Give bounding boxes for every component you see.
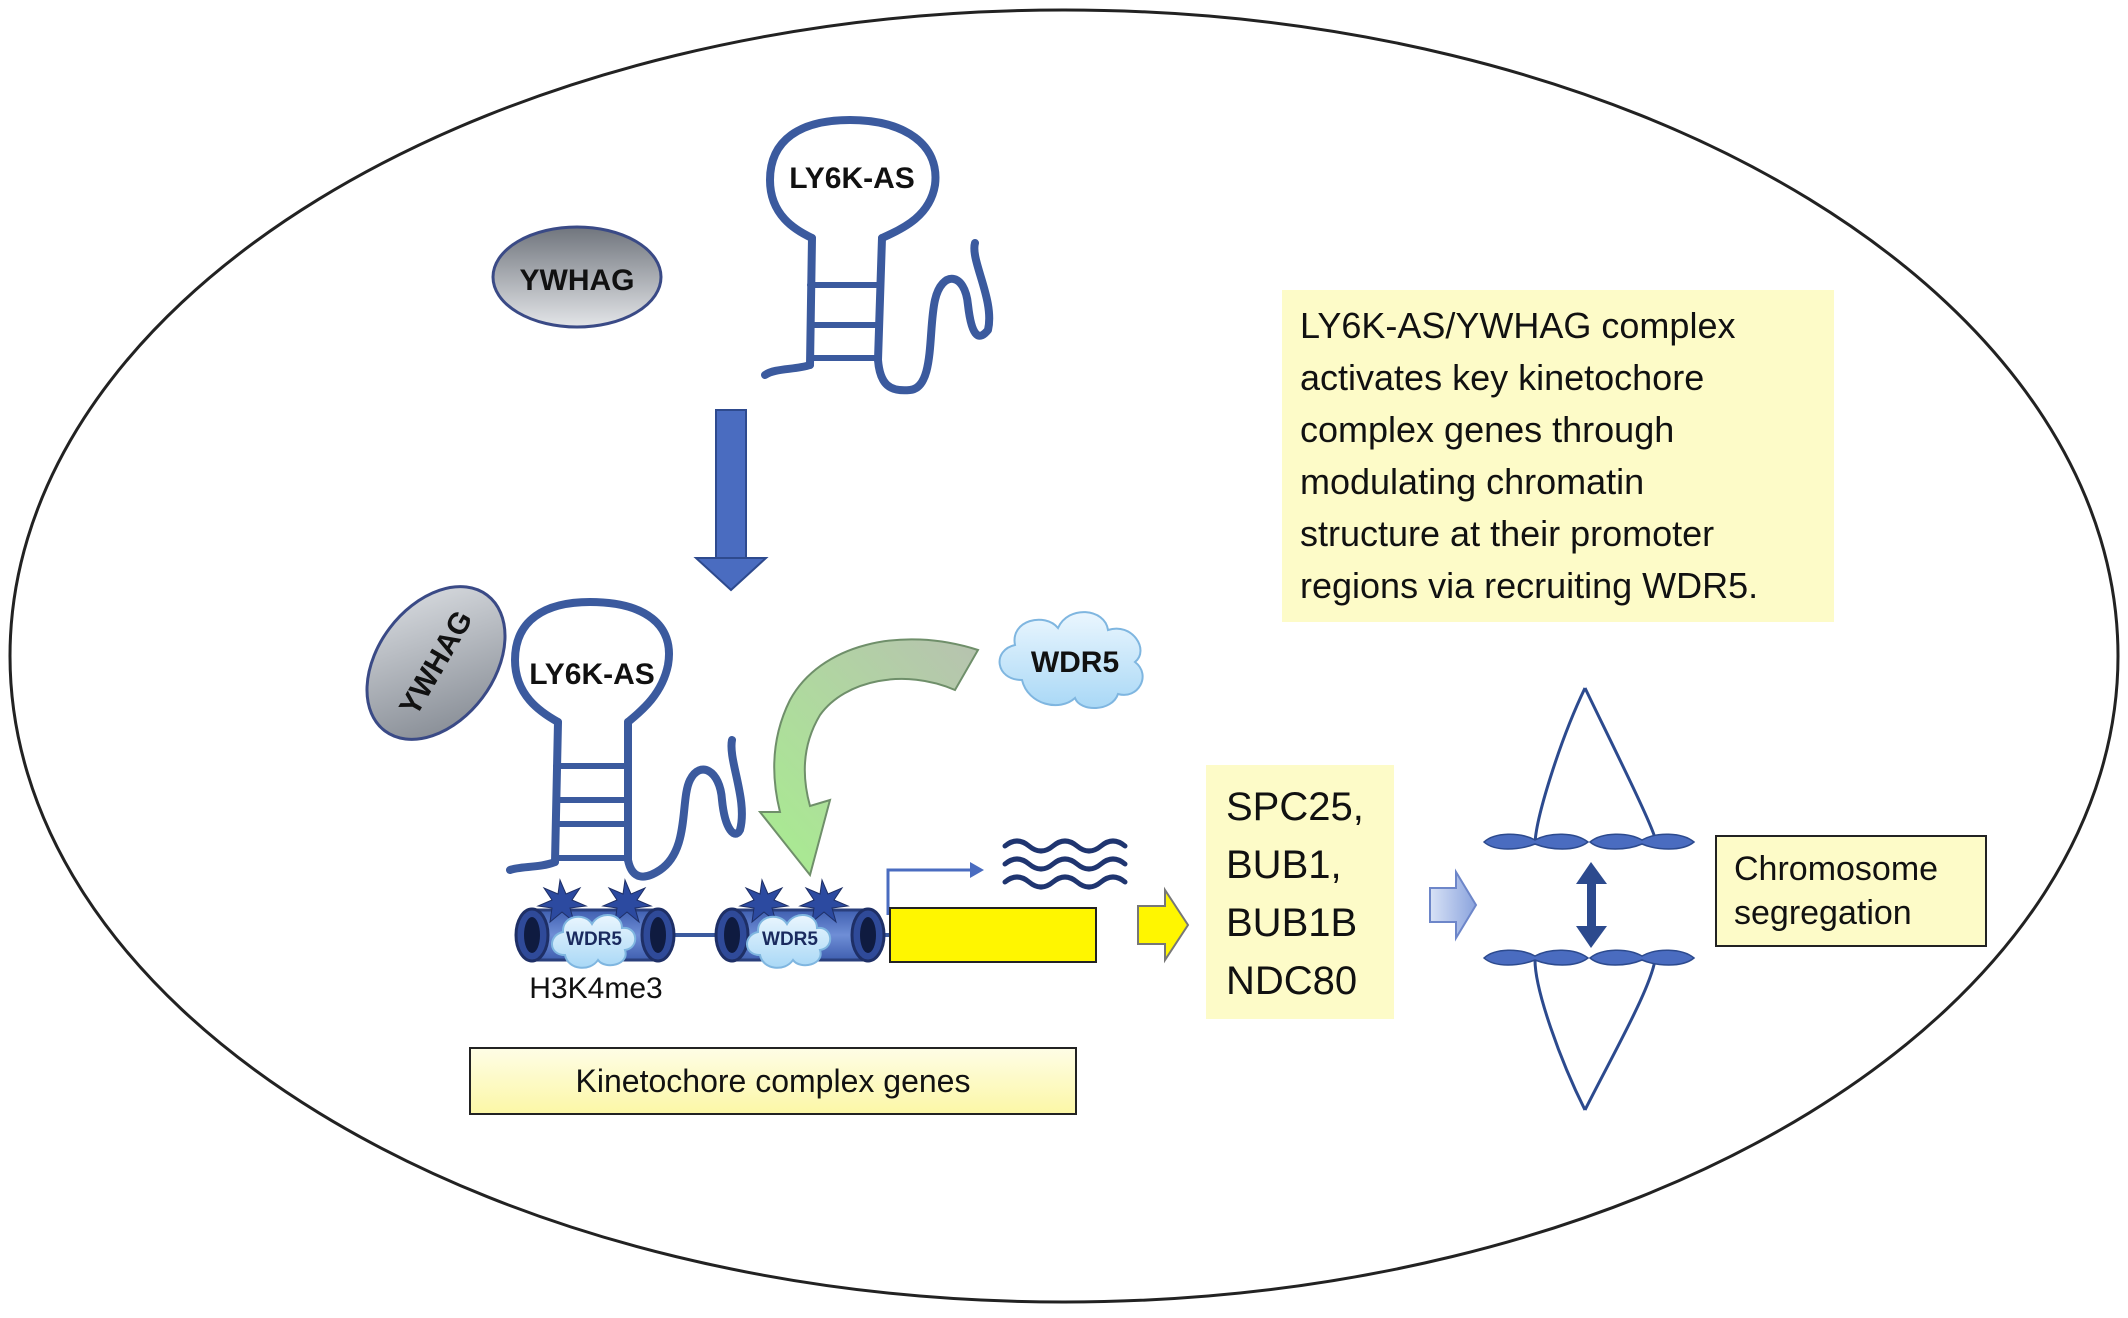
methyl-mark-icon (738, 878, 790, 924)
outcome-line-2: segregation (1734, 894, 1912, 932)
spindle (1533, 687, 1657, 1111)
chromosome-icon (1588, 949, 1696, 966)
recruitment-arrow (757, 638, 980, 878)
outcome-line-1: Chromosome (1734, 850, 1938, 888)
wdr5-cloud-1: WDR5 (551, 914, 637, 969)
chromosome-icon (1588, 833, 1696, 850)
outcome-box: Chromosome segregation (1715, 835, 1987, 947)
wdr5-label-1: WDR5 (566, 929, 622, 950)
lncrna-top: LY6K-AS (761, 116, 994, 395)
summary-note: LY6K-AS/YWHAG complex activates key kine… (1282, 290, 1834, 622)
yellow-arrow (1137, 886, 1190, 964)
chromosome-icon (1482, 833, 1590, 850)
summary-line-3: complex genes through (1300, 409, 1674, 450)
blue-block-arrow (1429, 868, 1478, 942)
lncrna-label-bound: LY6K-AS (529, 658, 655, 691)
wdr5-cloud-free: WDR5 (998, 611, 1144, 710)
segregation-double-arrow (1576, 862, 1607, 948)
mrna-transcripts (1002, 838, 1128, 890)
gene-body (889, 907, 1097, 963)
chromosomes (1482, 833, 1696, 966)
tss-arrow (886, 862, 984, 915)
wdr5-label-2: WDR5 (762, 929, 818, 950)
summary-line-2: activates key kinetochore (1300, 357, 1704, 398)
wdr5-cloud-2: WDR5 (746, 914, 832, 969)
ywhag-protein-bound: YWHAG (365, 585, 507, 741)
summary-line-1: LY6K-AS/YWHAG complex (1300, 305, 1735, 346)
target-genes-box: SPC25, BUB1, BUB1B NDC80 (1206, 765, 1394, 1019)
methyl-mark-icon (798, 878, 850, 924)
lncrna-label-top: LY6K-AS (789, 162, 915, 195)
summary-line-5: structure at their promoter (1300, 513, 1714, 554)
ywhag-protein-top: YWHAG (491, 225, 663, 329)
nucleosome-2: WDR5 (714, 878, 886, 969)
target-gene-2: BUB1, (1226, 843, 1342, 887)
chromosome-icon (1482, 949, 1590, 966)
wdr5-label-free: WDR5 (1031, 646, 1119, 679)
summary-line-6: regions via recruiting WDR5. (1300, 565, 1758, 606)
target-gene-3: BUB1B (1226, 901, 1357, 945)
methyl-mark-icon (536, 878, 588, 924)
methyl-mark-icon (601, 878, 653, 924)
target-gene-1: SPC25, (1226, 785, 1364, 829)
nucleosome-1: WDR5 (514, 878, 676, 969)
kinetochore-genes-label: Kinetochore complex genes (576, 1063, 971, 1099)
ywhag-label-top: YWHAG (520, 264, 635, 297)
histone-mark-label: H3K4me3 (529, 972, 662, 1005)
target-gene-4: NDC80 (1226, 959, 1357, 1003)
lncrna-bound: LY6K-AS (506, 598, 746, 881)
summary-line-4: modulating chromatin (1300, 461, 1644, 502)
kinetochore-genes-box: Kinetochore complex genes (469, 1047, 1077, 1115)
cell-outline (8, 8, 2120, 1304)
down-arrow (693, 409, 769, 592)
